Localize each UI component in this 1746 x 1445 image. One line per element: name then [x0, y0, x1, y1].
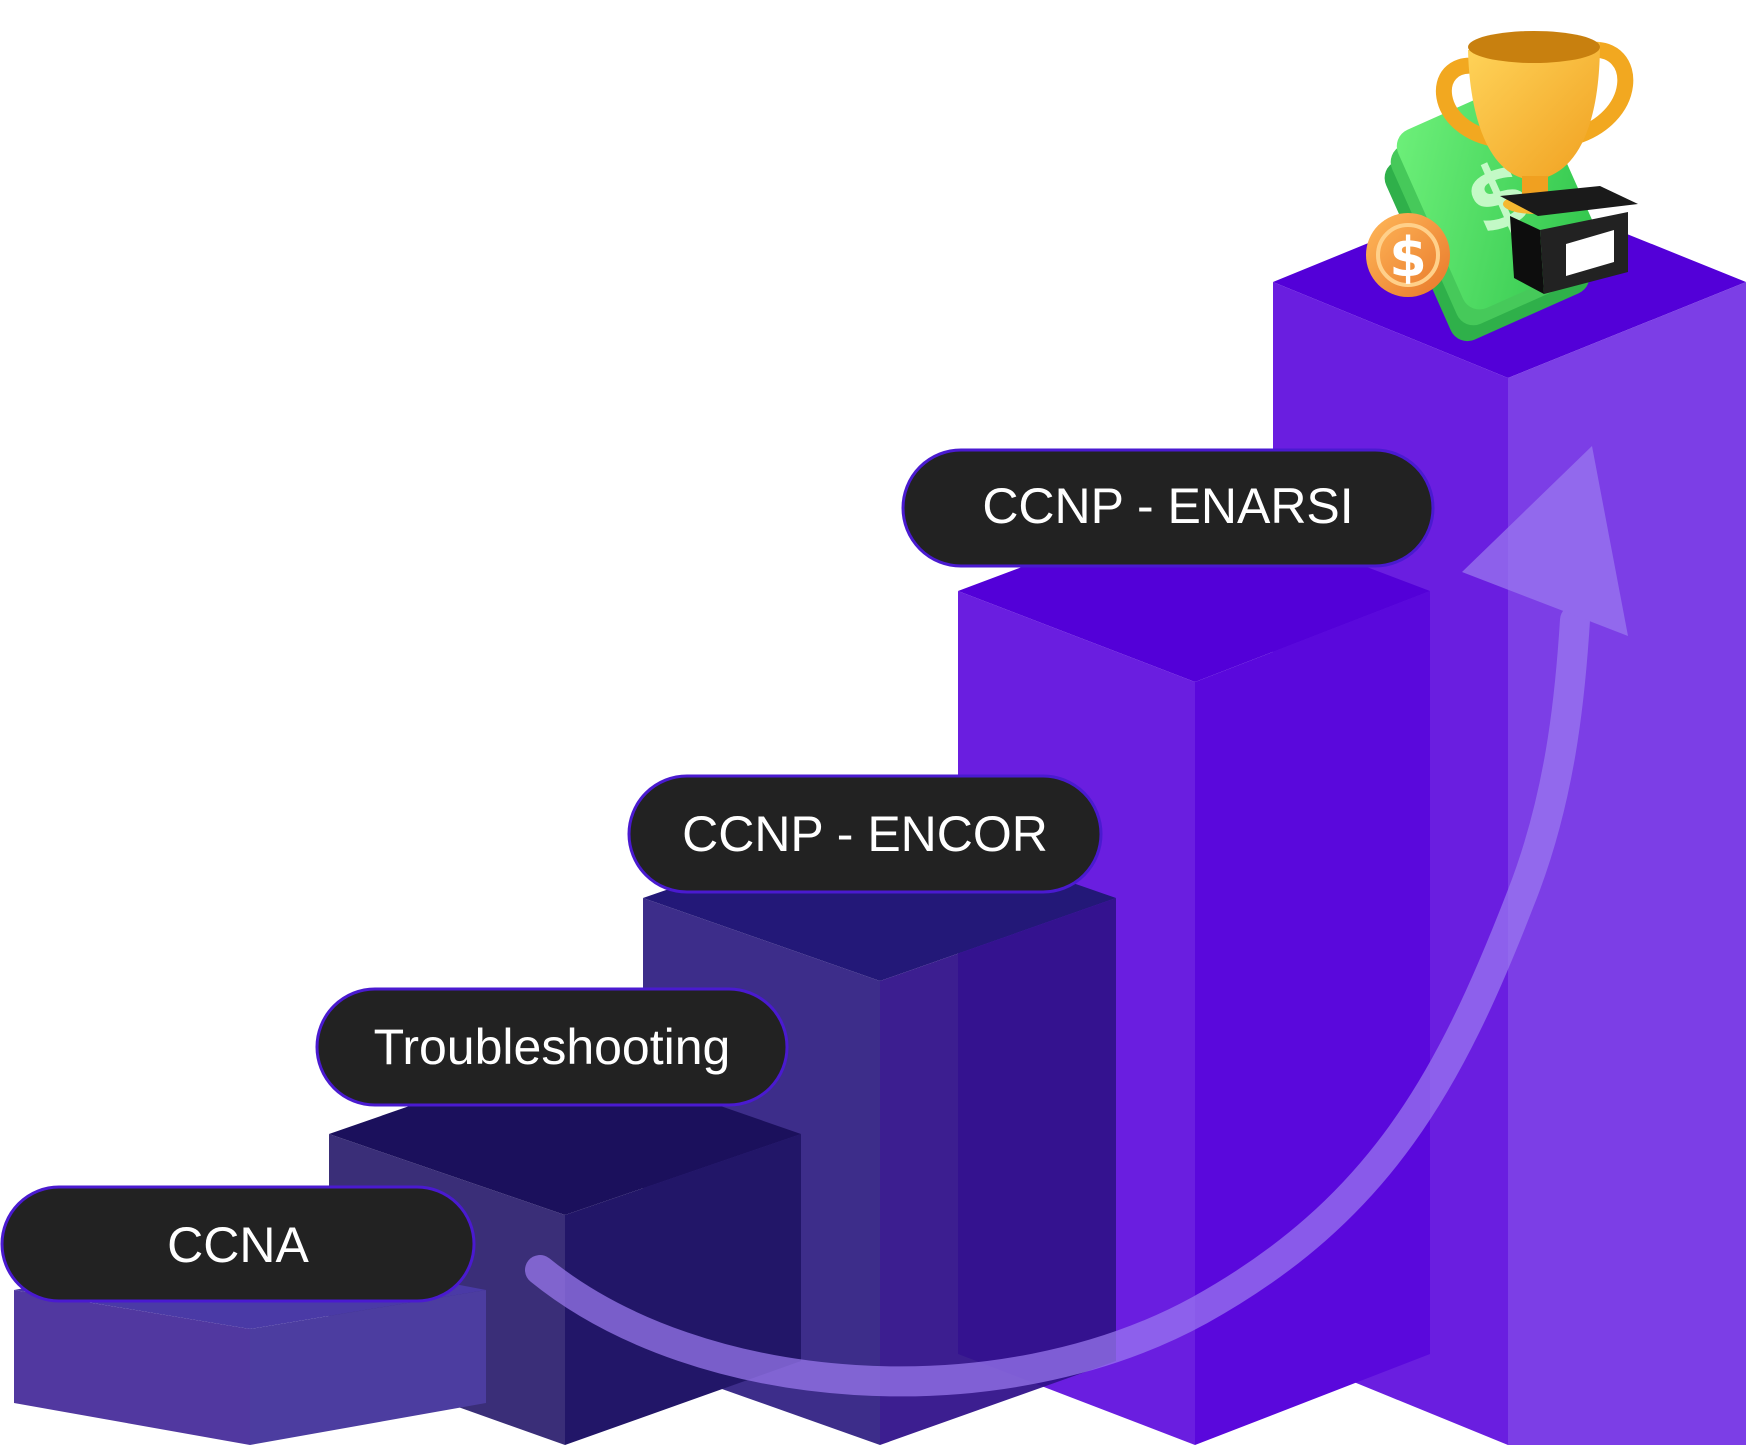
pill-background — [315, 987, 789, 1107]
pill-background — [901, 448, 1435, 568]
step-label-text: CCNP - ENARSI — [982, 478, 1353, 534]
coin-dollar-icon: $ — [1366, 213, 1450, 297]
pill-background — [627, 774, 1103, 894]
step-label-text: Troubleshooting — [374, 1019, 731, 1075]
step-label-text: CCNA — [167, 1217, 309, 1273]
trophy-icon — [1435, 31, 1638, 294]
growth-arrow — [525, 446, 1628, 1397]
step-label-ccnp-enarsi: CCNP - ENARSI — [901, 448, 1435, 568]
step-label-ccna: CCNA — [0, 1185, 476, 1303]
step-label-text: CCNP - ENCOR — [682, 806, 1048, 862]
pill-background — [0, 1185, 476, 1303]
step-label-ccnp-encor: CCNP - ENCOR — [627, 774, 1103, 894]
step-label-troubleshooting: Troubleshooting — [315, 987, 789, 1107]
svg-text:$: $ — [1389, 226, 1427, 289]
